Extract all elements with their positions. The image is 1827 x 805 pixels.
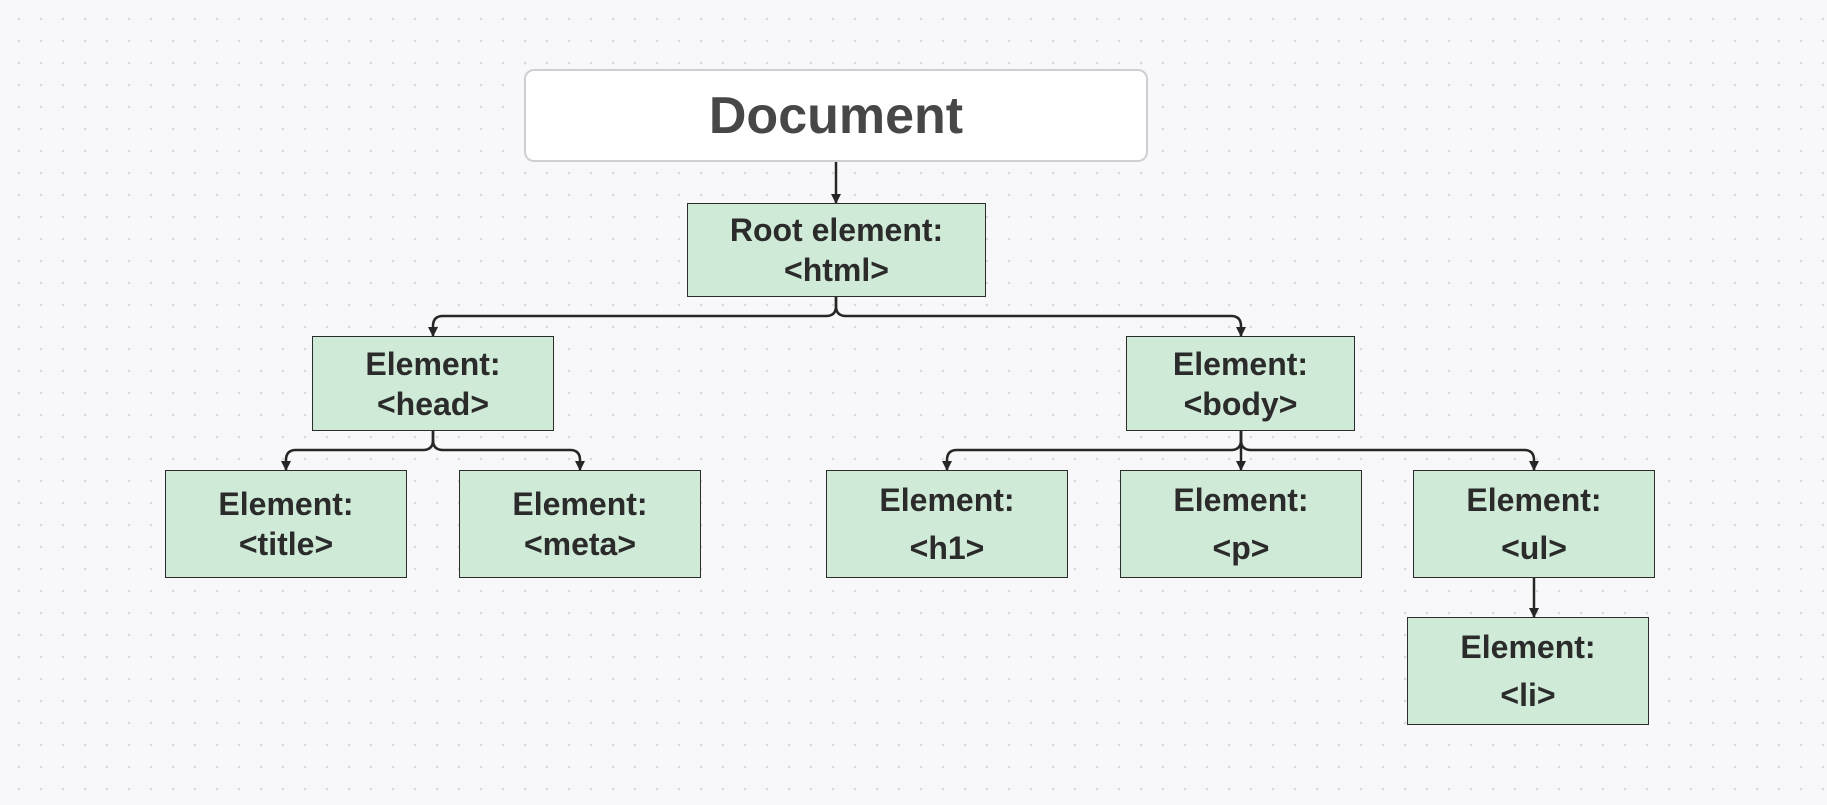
node-li-type: Element:	[1460, 629, 1596, 665]
node-ul[interactable]: Element: <ul>	[1413, 470, 1655, 578]
node-h1[interactable]: Element: <h1>	[826, 470, 1068, 578]
connector-head-meta	[431, 431, 585, 471]
node-h1-tag: <h1>	[909, 530, 985, 566]
node-root-html[interactable]: Root element: <html>	[687, 203, 986, 297]
node-p-type: Element:	[1173, 482, 1309, 518]
node-li[interactable]: Element: <li>	[1407, 617, 1649, 725]
node-html-type: Root element:	[729, 212, 944, 248]
document-node[interactable]: Document	[524, 69, 1148, 162]
node-meta[interactable]: Element: <meta>	[459, 470, 701, 578]
node-body-tag: <body>	[1183, 385, 1298, 422]
node-meta-tag: <meta>	[523, 526, 637, 562]
node-p-tag: <p>	[1212, 530, 1270, 566]
node-head[interactable]: Element: <head>	[312, 336, 554, 431]
node-body[interactable]: Element: <body>	[1126, 336, 1355, 431]
node-body-type: Element:	[1172, 345, 1309, 382]
connector-head-title	[281, 431, 435, 471]
connector-html-body	[834, 297, 1246, 337]
connector-body-h1	[942, 431, 1243, 471]
node-p[interactable]: Element: <p>	[1120, 470, 1362, 578]
node-title[interactable]: Element: <title>	[165, 470, 407, 578]
node-li-tag: <li>	[1500, 677, 1556, 713]
node-h1-type: Element:	[879, 482, 1015, 518]
node-ul-tag: <ul>	[1501, 530, 1567, 566]
node-title-type: Element:	[218, 486, 354, 522]
node-head-tag: <head>	[376, 385, 490, 422]
node-meta-type: Element:	[512, 486, 648, 522]
node-head-type: Element:	[365, 345, 501, 382]
connector-body-ul	[1239, 431, 1539, 471]
connector-html-head	[428, 297, 838, 337]
document-label: Document	[708, 86, 964, 145]
node-title-tag: <title>	[238, 526, 334, 562]
node-ul-type: Element:	[1466, 482, 1602, 518]
node-html-tag: <html>	[784, 252, 889, 288]
